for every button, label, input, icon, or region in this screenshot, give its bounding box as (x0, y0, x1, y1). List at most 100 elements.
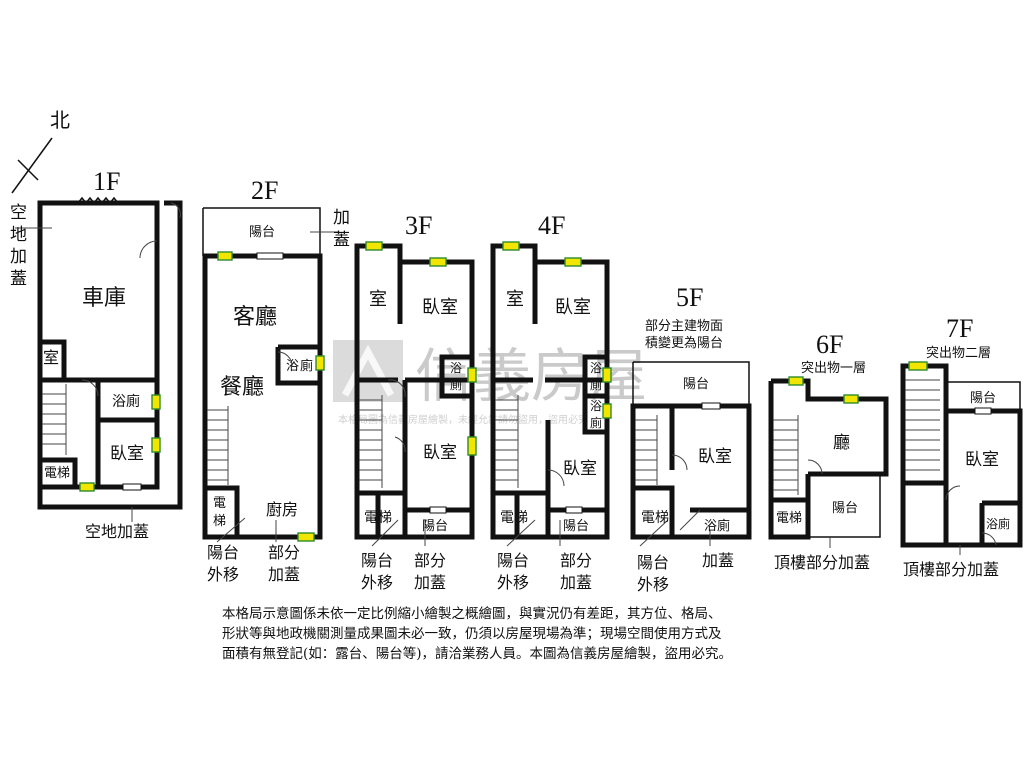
window-icon (315, 355, 325, 371)
door-icon (701, 402, 721, 410)
garage-shutter-icon (77, 196, 119, 205)
floor-title: 6F (816, 330, 843, 359)
room-label: 臥室 (423, 443, 457, 463)
disclaimer-line: 本格局示意圖係未依一定比例縮小繪製之概繪圖，與實況仍有差距，其方位、格局、 (222, 606, 722, 622)
door-icon (429, 506, 447, 514)
staircase-icon (495, 399, 518, 481)
room-label: 廚房 (266, 500, 298, 519)
floor-5f: 5F 部分主建物面 積變更為陽台 陽台 臥室 電梯 浴廁 陽台 外移 加蓋 (630, 283, 752, 594)
window-icon (79, 482, 95, 492)
floor-title: 7F (946, 314, 973, 343)
floor-7f: 7F 突出物二層 陽台 臥室 浴廁 頂樓部分加蓋 (900, 314, 1023, 579)
door-swing-icon (671, 454, 688, 471)
callout-label: 積變更為陽台 (645, 335, 723, 351)
callout-label: 外移 (637, 575, 669, 594)
staircase-icon (905, 379, 940, 471)
room-label: 電梯 (500, 510, 528, 526)
disclaimer-line: 形狀等與地政機關測量成果圖未必一致，仍須以房屋現場為準；現場空間使用方式及 (222, 626, 722, 642)
room-label: 電 (213, 496, 226, 511)
disclaimer-line: 面積有無登記(如：露台、陽台等)，請洽業務人員。本圖為信義房屋繪製，盜用必究。 (222, 646, 733, 662)
room-label: 陽台 (832, 501, 858, 516)
window-icon (365, 241, 383, 251)
window-icon (564, 257, 582, 267)
callout-label: 突出物二層 (926, 345, 991, 361)
callout-label: 頂樓部分加蓋 (774, 553, 870, 572)
window-icon (217, 251, 233, 261)
callout-label: 外移 (497, 573, 529, 592)
callout-label: 蓋 (333, 230, 350, 250)
callout-label: 部分 (560, 551, 592, 570)
callout-label: 陽台 (637, 553, 669, 572)
compass-north-label: 北 (50, 108, 70, 132)
door-swing-icon (679, 509, 701, 531)
callout-label: 加蓋 (414, 573, 446, 592)
window-icon (502, 241, 520, 251)
room-label: 車庫 (82, 286, 126, 311)
callout-label: 加 (10, 247, 27, 267)
room-label: 電梯 (641, 510, 669, 526)
room-label: 廁 (590, 415, 602, 430)
room-label: 浴 (590, 399, 602, 413)
door-swing-icon (945, 485, 961, 501)
north-compass: 北 (11, 108, 70, 194)
room-label: 廁 (300, 358, 313, 374)
room-label: 臥室 (965, 450, 999, 470)
door-swing-icon (139, 240, 158, 259)
window-icon (467, 436, 477, 456)
room-label: 臥室 (110, 444, 144, 464)
floor-1f: 1F 車庫 室 浴廁 臥室 電梯 空 地 加 蓋 空地加蓋 (10, 167, 183, 541)
callout-label: 空地加蓋 (85, 522, 149, 541)
door-swing-icon (547, 469, 565, 487)
door-swing-icon (277, 351, 293, 367)
window-icon (297, 532, 315, 542)
room-label: 陽台 (683, 377, 709, 392)
staircase-icon (773, 419, 798, 491)
callout-label: 突出物一層 (801, 360, 866, 376)
floor-6f: 6F 突出物一層 廳 電梯 陽台 頂樓部分加蓋 (768, 330, 889, 572)
door-swing-icon (170, 202, 181, 219)
room-label: 梯 (213, 514, 226, 529)
compass-arrow-icon (11, 137, 53, 194)
floor-title: 4F (538, 211, 565, 240)
room-label: 陽台 (970, 391, 996, 406)
callout-label: 加蓋 (560, 573, 592, 592)
window-icon (908, 361, 928, 371)
room-label: 陽台 (249, 225, 275, 240)
door-swing-icon (807, 459, 823, 475)
staircase-icon (635, 419, 657, 481)
watermark-brand: 信義房屋 (415, 342, 647, 410)
floor-3f: 3F 室 臥室 浴 廁 臥室 電梯 陽台 陽台 外移 部分 加蓋 (354, 211, 477, 592)
room-label: 廁 (590, 377, 602, 392)
window-icon (151, 394, 161, 410)
door-icon (565, 506, 583, 514)
room-label: 浴 (286, 359, 299, 374)
compass-cross-icon (17, 159, 39, 181)
room-label: 電梯 (44, 466, 70, 481)
floor-2f: 2F 陽台 客廳 餐廳 浴 廁 電 梯 廚房 加 蓋 陽台 外移 部分 加蓋 (202, 176, 350, 584)
window-icon (788, 376, 804, 386)
door-icon (974, 407, 992, 415)
disclaimer-text: 本格局示意圖係未依一定比例縮小繪製之概繪圖，與實況仍有差距，其方位、格局、 形狀… (222, 604, 812, 664)
room-label: 餐廳 (220, 375, 264, 400)
callout-label: 外移 (361, 573, 393, 592)
floor-title: 5F (676, 283, 703, 312)
callout-label: 加 (333, 208, 350, 228)
door-swing-icon (981, 532, 997, 546)
room-label: 陽台 (563, 519, 589, 534)
floor-title: 1F (93, 167, 120, 196)
callout-label: 蓋 (10, 269, 27, 289)
floor-title: 2F (251, 176, 278, 205)
window-icon (151, 437, 161, 453)
window-icon (467, 367, 477, 383)
callout-label: 陽台 (361, 551, 393, 570)
floor-4f: 4F 室 臥室 浴 廁 浴 廁 臥室 電梯 陽台 陽台 外移 部分 加蓋 (490, 211, 612, 592)
callout-label: 陽台 (207, 543, 239, 562)
window-icon (429, 257, 447, 267)
callout-label: 加蓋 (702, 551, 734, 570)
door-icon (256, 252, 284, 260)
staircase-icon (42, 393, 66, 445)
window-icon (602, 403, 612, 419)
room-label: 臥室 (555, 297, 591, 318)
room-label: 廳 (833, 433, 850, 453)
